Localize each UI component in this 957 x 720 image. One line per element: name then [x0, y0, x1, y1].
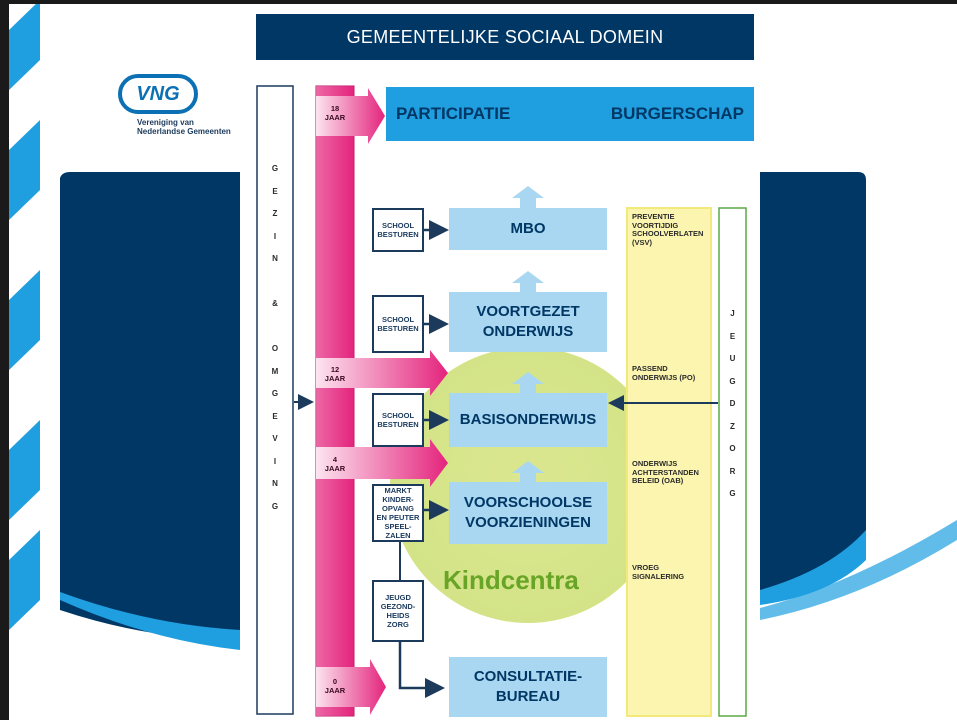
left-stripe-3: [9, 270, 40, 370]
vng-logo: VNG: [118, 74, 198, 114]
arrow-12-jaar: [316, 350, 448, 396]
gezin-letter: E: [272, 186, 278, 196]
consultatiebureau-box: CONSULTATIE- BUREAU: [449, 657, 607, 717]
voortgezet-onderwijs-box: VOORTGEZET ONDERWIJS: [449, 292, 607, 352]
jeugdzorg-column: [718, 207, 747, 717]
up-arrow-mbo: [512, 186, 544, 208]
arrow-0-jaar: [316, 659, 386, 715]
gezin-letter: E: [272, 411, 278, 421]
arrow-jeugd-consultatie: [398, 642, 445, 698]
jeugdzorg-letter: G: [729, 376, 736, 386]
policy-passend-onderwijs: PASSEND ONDERWIJS (PO): [632, 364, 696, 382]
diagram-title: GEMEENTELIJKE SOCIAAL DOMEIN: [256, 14, 754, 60]
mbo-box: MBO: [449, 208, 607, 250]
left-stripe-5: [9, 530, 40, 630]
gezin-letter: G: [271, 389, 279, 398]
jeugdzorg-letter: J: [730, 309, 735, 318]
burgerschap-label: BURGERSCHAP: [610, 104, 744, 123]
logo-subtitle-line2: Nederlandse Gemeenten: [137, 127, 231, 136]
left-stripe-1: [9, 0, 40, 90]
kindcentra-label: Kindcentra: [443, 565, 579, 595]
gezin-letter: Z: [272, 209, 278, 218]
left-stripe-2: [9, 120, 40, 220]
right-swoosh-2: [760, 520, 957, 620]
jeugdzorg-label: J E U G D Z O R G: [719, 303, 746, 506]
gezin-letter: O: [271, 344, 279, 353]
right-navy-panel: [760, 172, 866, 600]
gezin-letter: V: [272, 434, 278, 443]
jeugdzorg-letter: D: [729, 399, 736, 408]
left-stripe-4: [9, 420, 40, 520]
age-label-18: 18 JAAR: [324, 104, 346, 122]
top-border-line: [0, 0, 957, 4]
jeugdzorg-letter: Z: [730, 421, 735, 431]
gezin-letter: I: [273, 456, 277, 466]
age-label-12: 12 JAAR: [324, 365, 346, 383]
policy-vroeg-signalering: VROEG SIGNALERING: [632, 563, 685, 581]
logo-subtitle: Vereniging van Nederlandse Gemeenten: [137, 118, 257, 136]
schoolbesturen-box-3: SCHOOL BESTUREN: [372, 393, 424, 447]
up-arrow-vo: [512, 271, 544, 292]
up-arrow-basis: [512, 372, 544, 393]
jeugdzorg-letter: G: [729, 489, 736, 498]
arrow-18-jaar: [316, 88, 385, 144]
gezin-letter: M: [271, 366, 279, 376]
left-border-bar: [0, 0, 9, 720]
schoolbesturen-box-2: SCHOOL BESTUREN: [372, 295, 424, 353]
markt-kinderopvang-box: MARKT KINDER- OPVANG EN PEUTER SPEEL- ZA…: [372, 484, 424, 542]
participatie-label: PARTICIPATIE: [396, 104, 511, 123]
schoolbesturen-box-1: SCHOOL BESTUREN: [372, 208, 424, 252]
policy-oab: ONDERWIJS ACHTERSTANDEN BELEID (OAB): [632, 459, 699, 485]
jeugdzorg-letter: O: [729, 444, 736, 453]
gezin-omgeving-label: G E Z I N & O M G E V I N G: [257, 158, 293, 518]
jeugdgezondheidszorg-box: JEUGD GEZOND- HEIDS ZORG: [372, 580, 424, 642]
logo-subtitle-line1: Vereniging van: [137, 118, 194, 127]
arrow-4-jaar: [316, 439, 448, 487]
up-arrow-voorschools: [512, 461, 544, 482]
left-swoosh: [60, 592, 240, 650]
voorschoolse-voorzieningen-box: VOORSCHOOLSE VOORZIENINGEN: [449, 482, 607, 544]
gezin-letter: N: [272, 479, 278, 488]
gezin-letter: I: [273, 231, 277, 241]
participatie-burgerschap-bar: PARTICIPATIE BURGERSCHAP: [386, 87, 754, 141]
gezin-column: [256, 85, 294, 715]
left-navy-panel: [60, 172, 240, 640]
jeugdzorg-letter: U: [729, 354, 736, 363]
age-label-4: 4 JAAR: [324, 455, 346, 473]
age-label-0: 0 JAAR: [324, 677, 346, 695]
jeugdzorg-letter: R: [729, 466, 736, 476]
basisonderwijs-box: BASISONDERWIJS: [449, 393, 607, 447]
gezin-letter: &: [272, 299, 278, 308]
policy-column: [626, 207, 712, 717]
right-swoosh: [760, 530, 866, 605]
gezin-letter: N: [272, 254, 278, 263]
gezin-letter: G: [271, 164, 279, 173]
policy-vsv: PREVENTIE VOORTIJDIG SCHOOLVERLATEN (VSV…: [632, 212, 704, 247]
jeugdzorg-letter: E: [729, 331, 736, 341]
gezin-letter: G: [271, 501, 279, 511]
